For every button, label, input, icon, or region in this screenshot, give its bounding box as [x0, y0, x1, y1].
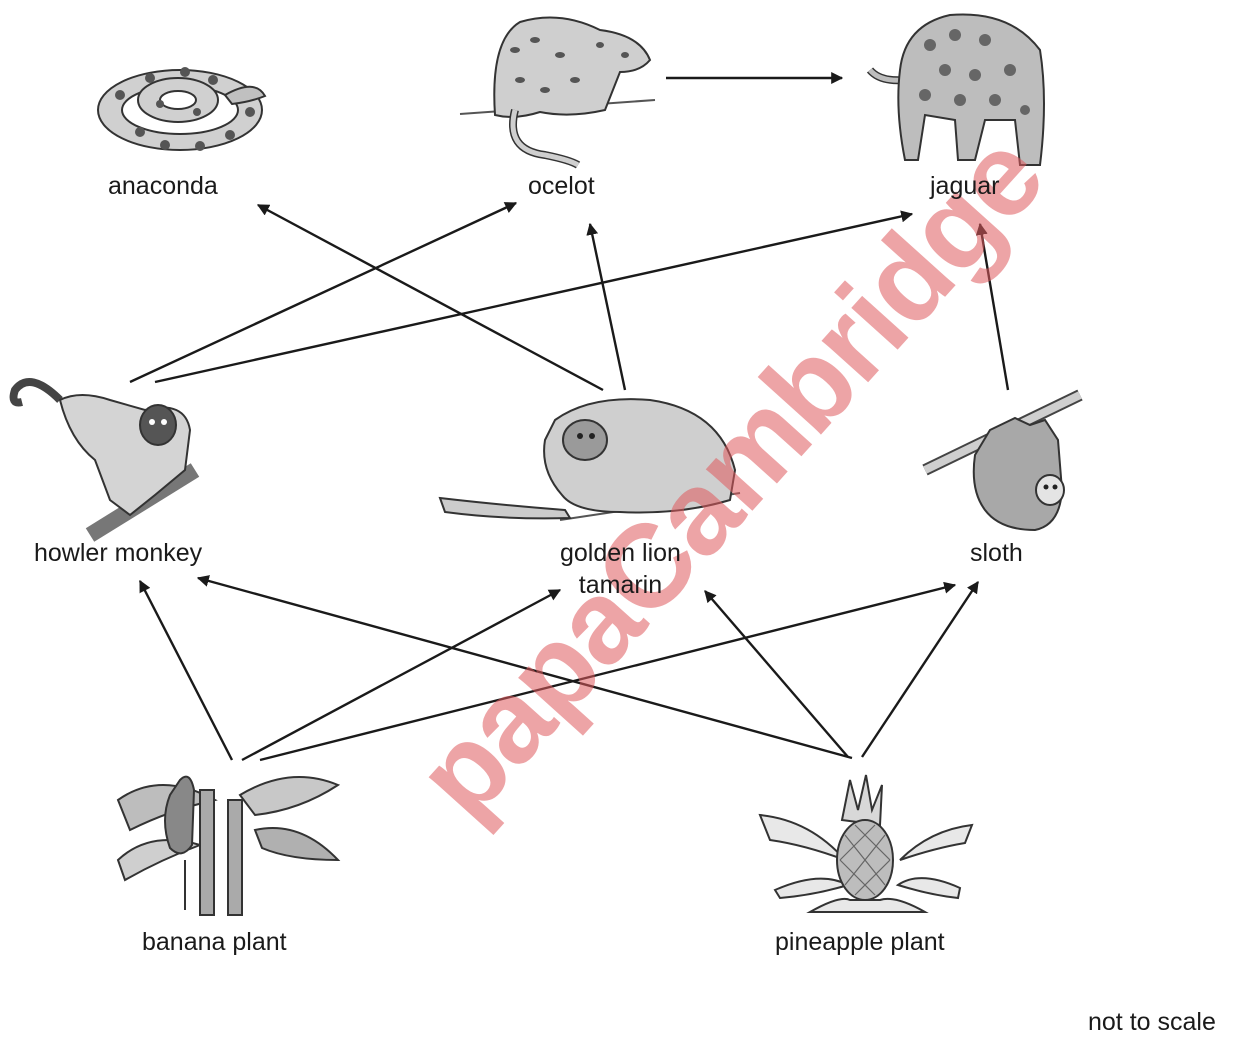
howler-monkey-illustration	[14, 382, 195, 535]
label-howler-monkey: howler monkey	[34, 537, 202, 569]
arrow-howler-monkey-to-ocelot	[130, 203, 516, 382]
label-tamarin-line2: tamarin	[560, 569, 681, 601]
arrow-pineapple-to-tamarin	[705, 591, 848, 757]
arrow-tamarin-to-ocelot	[590, 224, 625, 390]
label-golden-lion-tamarin: golden lion tamarin	[560, 537, 681, 601]
label-anaconda: anaconda	[108, 170, 218, 202]
anaconda-illustration	[98, 67, 265, 151]
arrow-pineapple-to-sloth	[862, 582, 978, 757]
label-ocelot: ocelot	[528, 170, 595, 202]
label-banana-plant: banana plant	[142, 926, 287, 958]
label-tamarin-line1: golden lion	[560, 537, 681, 569]
ocelot-illustration	[460, 18, 655, 166]
pineapple-plant-illustration	[760, 775, 972, 912]
label-jaguar: jaguar	[930, 170, 1000, 202]
arrow-banana-to-howler-monkey	[140, 581, 232, 760]
not-to-scale-note: not to scale	[1088, 1008, 1216, 1037]
sloth-illustration	[925, 395, 1080, 530]
banana-plant-illustration	[116, 765, 340, 915]
label-pineapple-plant: pineapple plant	[775, 926, 945, 958]
label-sloth: sloth	[970, 537, 1023, 569]
